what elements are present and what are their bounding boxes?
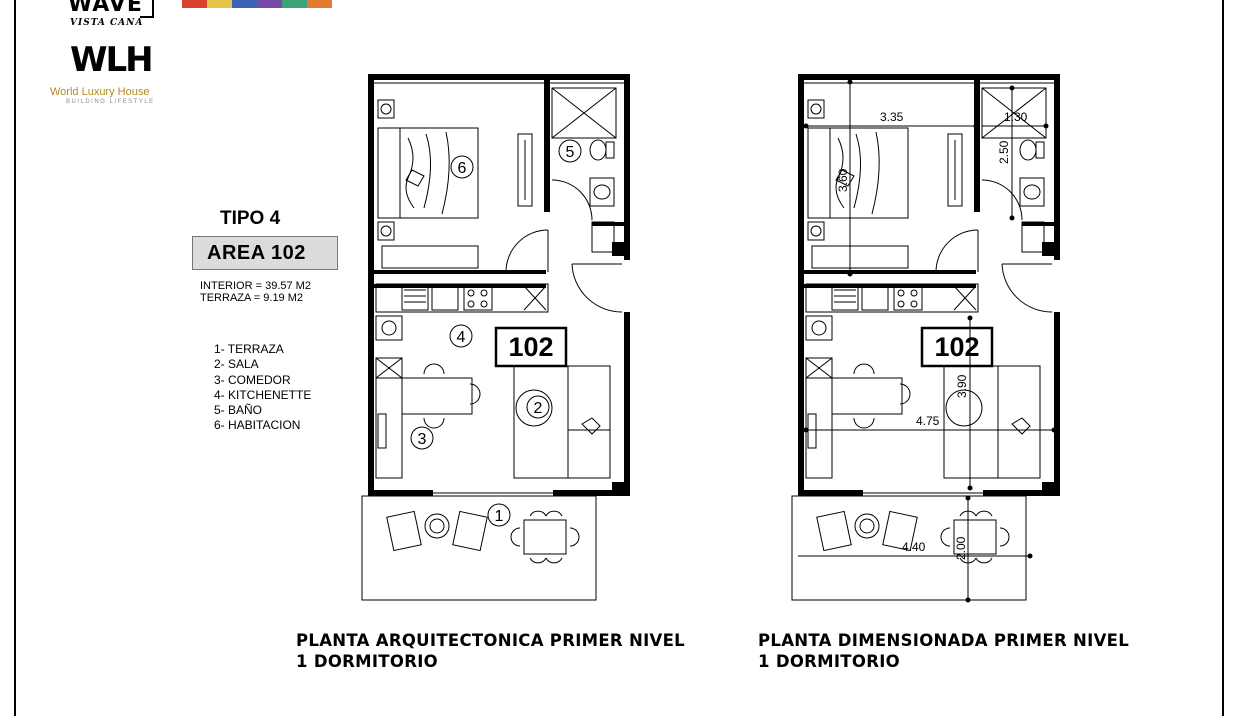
logo-company-name: World Luxury House xyxy=(50,86,150,98)
swatch xyxy=(282,0,307,8)
unit-number: 102 xyxy=(508,332,553,362)
room-tag-label: 3 xyxy=(418,431,427,448)
legend-item: 4- KITCHENETTE xyxy=(214,387,312,402)
swatch xyxy=(307,0,332,8)
wlh-logo: WLH xyxy=(70,40,154,80)
dimension-label: 4.75 xyxy=(916,414,940,428)
terraza-size: TERRAZA = 9.19 M2 xyxy=(200,292,304,304)
logo-tagline: BUILDING LIFESTYLE xyxy=(66,99,155,105)
room-tag xyxy=(558,139,582,163)
unit-number-box xyxy=(494,326,568,368)
dimension-label: 1.30 xyxy=(1004,110,1028,124)
wave-logo-subtitle: VISTA CANA xyxy=(70,18,144,28)
interior-size: INTERIOR = 39.57 M2 xyxy=(200,280,311,292)
area-label-box: AREA 102 xyxy=(192,236,338,270)
dimension-label: 3.60 xyxy=(836,168,850,192)
room-tag-label: 1 xyxy=(495,508,504,525)
swatch xyxy=(257,0,282,8)
dimension-label: 3.35 xyxy=(880,110,904,124)
room-tag xyxy=(410,426,434,450)
dimension-label: 3.90 xyxy=(955,374,969,398)
architectural-plan: 102 1 2 3 4 5 6 xyxy=(361,73,631,601)
legend-item: 2- SALA xyxy=(214,357,259,372)
wave-logo-mark xyxy=(140,0,154,18)
legend-item: 6- HABITACION xyxy=(214,418,301,433)
swatch xyxy=(182,0,207,8)
left-plan-caption: PLANTA ARQUITECTONICA PRIMER NIVEL 1 DOR… xyxy=(296,630,685,672)
dimension-label: 2.00 xyxy=(954,536,968,560)
legend-item: 1- TERRAZA xyxy=(214,342,284,356)
wave-logo-text: WAVE xyxy=(68,0,143,17)
room-tag-label: 6 xyxy=(458,160,467,177)
room-tag-label: 2 xyxy=(534,400,543,417)
caption-subtitle: 1 DORMITORIO xyxy=(758,652,900,671)
room-tag xyxy=(449,324,473,348)
page-frame xyxy=(14,0,1224,716)
caption-title: PLANTA ARQUITECTONICA PRIMER NIVEL xyxy=(296,631,685,650)
dimension-label: 2.50 xyxy=(997,140,1011,164)
room-tag xyxy=(450,155,474,179)
room-legend: 1- TERRAZA 2- SALA 3- COMEDOR 4- KITCHEN… xyxy=(214,342,311,434)
caption-title: PLANTA DIMENSIONADA PRIMER NIVEL xyxy=(758,631,1130,650)
unit-number-box xyxy=(920,326,994,368)
unit-number: 102 xyxy=(934,332,979,362)
dimension-label: 4.40 xyxy=(902,540,926,554)
caption-subtitle: 1 DORMITORIO xyxy=(296,652,438,671)
legend-item: 3- COMEDOR xyxy=(214,372,291,387)
room-tag xyxy=(526,395,550,419)
swatch xyxy=(232,0,257,8)
room-tag-label: 5 xyxy=(566,144,575,161)
dimensioned-plan: 102 3.35 1.30 2.50 3.60 3.90 4.75 4.40 2… xyxy=(791,73,1061,603)
area-sizes: INTERIOR = 39.57 M2 TERRAZA = 9.19 M2 xyxy=(200,280,311,304)
right-plan-caption: PLANTA DIMENSIONADA PRIMER NIVEL 1 DORMI… xyxy=(758,630,1129,672)
swatch xyxy=(207,0,232,8)
color-swatch-strip xyxy=(182,0,332,8)
room-tag xyxy=(487,503,511,527)
legend-item: 5- BAÑO xyxy=(214,403,263,418)
room-tag-label: 4 xyxy=(457,329,466,346)
unit-type-label: TIPO 4 xyxy=(220,208,281,229)
